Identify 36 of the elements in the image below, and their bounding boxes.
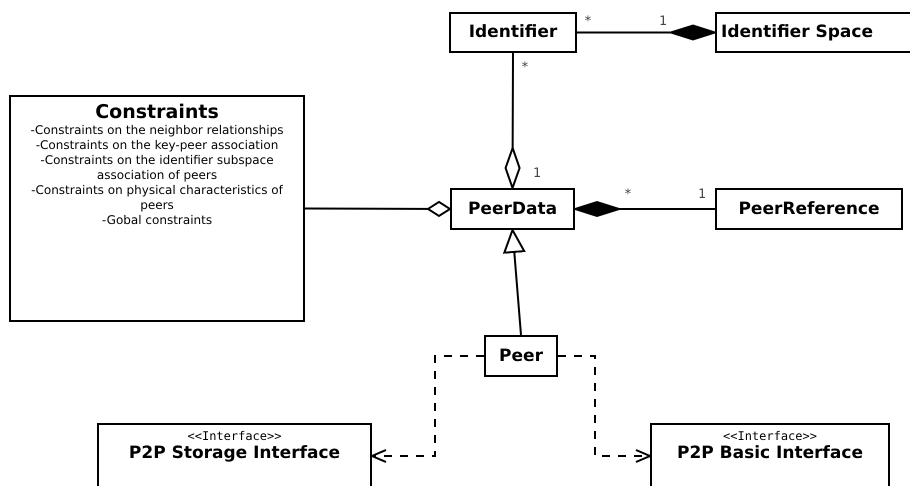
interface-box	[650, 423, 890, 486]
class-box	[715, 188, 903, 230]
interface-name: P2P Storage Interface	[128, 443, 342, 463]
class-box	[715, 12, 910, 53]
multiplicity-label: *	[521, 60, 529, 75]
association-line	[504, 53, 521, 189]
generalization-arrow	[503, 229, 526, 336]
multiplicity-label: *	[584, 14, 592, 29]
class-box	[484, 335, 558, 377]
multiplicity-label: 1	[533, 166, 541, 181]
class-name: Peer	[498, 345, 544, 368]
constraint-text: -Constraints on the identifier subspace association of peers	[39, 153, 275, 183]
interface-name: P2P Basic Interface	[676, 443, 864, 463]
class-name: PeerData	[466, 198, 558, 221]
class-box	[449, 12, 577, 53]
constraint-text: -Gobal constraints	[100, 213, 214, 228]
multiplicity-label: 1	[659, 14, 667, 29]
dependency-arrow	[558, 355, 651, 463]
dependency-arrow	[371, 355, 484, 463]
constraints-box	[9, 95, 305, 322]
interface-box	[97, 423, 372, 486]
association-line	[305, 200, 451, 217]
association-line	[574, 201, 715, 217]
class-name: Identifier Space	[720, 21, 874, 44]
class-name: PeerReference	[737, 198, 881, 221]
constraint-text: -Constraints on physical characteristics of peers	[30, 183, 284, 213]
constraint-text: -Constraints on the key-peer association	[34, 138, 280, 153]
multiplicity-label: *	[624, 187, 632, 202]
multiplicity-label: 1	[698, 187, 706, 202]
stereotype-label: <<Interface>>	[186, 429, 282, 443]
box-title: Constraints	[94, 101, 220, 123]
constraint-text: -Constraints on the neighbor relationships	[30, 123, 284, 138]
class-name: Identifier	[468, 21, 558, 44]
stereotype-label: <<Interface>>	[722, 429, 818, 443]
association-line	[577, 24, 716, 40]
class-box	[450, 188, 575, 230]
